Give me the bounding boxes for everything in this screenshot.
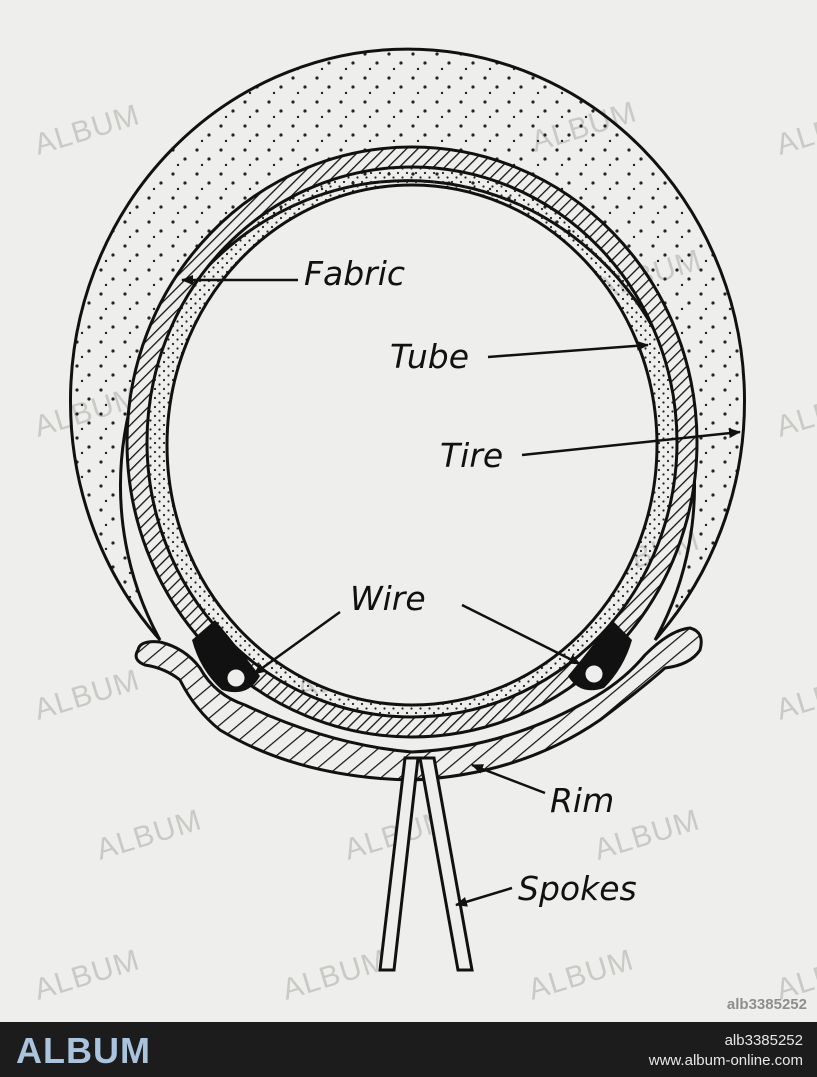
tire-label: Tire [440,436,503,475]
rim-label: Rim [550,781,614,820]
wire-label: Wire [350,579,426,618]
rim [134,626,703,782]
wire-leader-left [253,610,341,676]
rim-leader [471,763,546,795]
watermark: ALBUM [772,663,817,726]
tire-leader [521,428,741,457]
spokes [378,756,474,972]
watermark: ALBUM [772,98,817,161]
wire-leader-right [461,603,581,666]
bead-wire-right [568,620,632,691]
spokes-label: Spokes [518,869,637,908]
footer-bar: ALBUM alb3385252 www.album-online.com [0,1022,817,1077]
album-logo: ALBUM [16,1030,151,1071]
watermark: ALBUM [278,943,391,1006]
watermark: ALBUM [30,943,143,1006]
fabric-label: Fabric [304,254,405,293]
inner-cavity [165,183,659,707]
image-id-overlay: alb3385252 [726,996,807,1013]
tube-leader [487,340,649,359]
watermark: ALBUM [772,380,817,443]
watermark: ALBUM [30,98,143,161]
tire-cross-section-diagram: ALBUM ALBUM ALBUM ALBUM ALBUM ALBUM ALBU… [30,47,817,1007]
watermark: ALBUM [30,663,143,726]
tube-label: Tube [390,337,469,376]
bead-wire-left [192,620,260,693]
footer-image-id: alb3385252 [724,1032,803,1049]
footer-url: www.album-online.com [648,1052,803,1069]
watermark: ALBUM [524,943,637,1006]
spokes-leader [455,886,513,907]
watermark: ALBUM [92,803,205,866]
